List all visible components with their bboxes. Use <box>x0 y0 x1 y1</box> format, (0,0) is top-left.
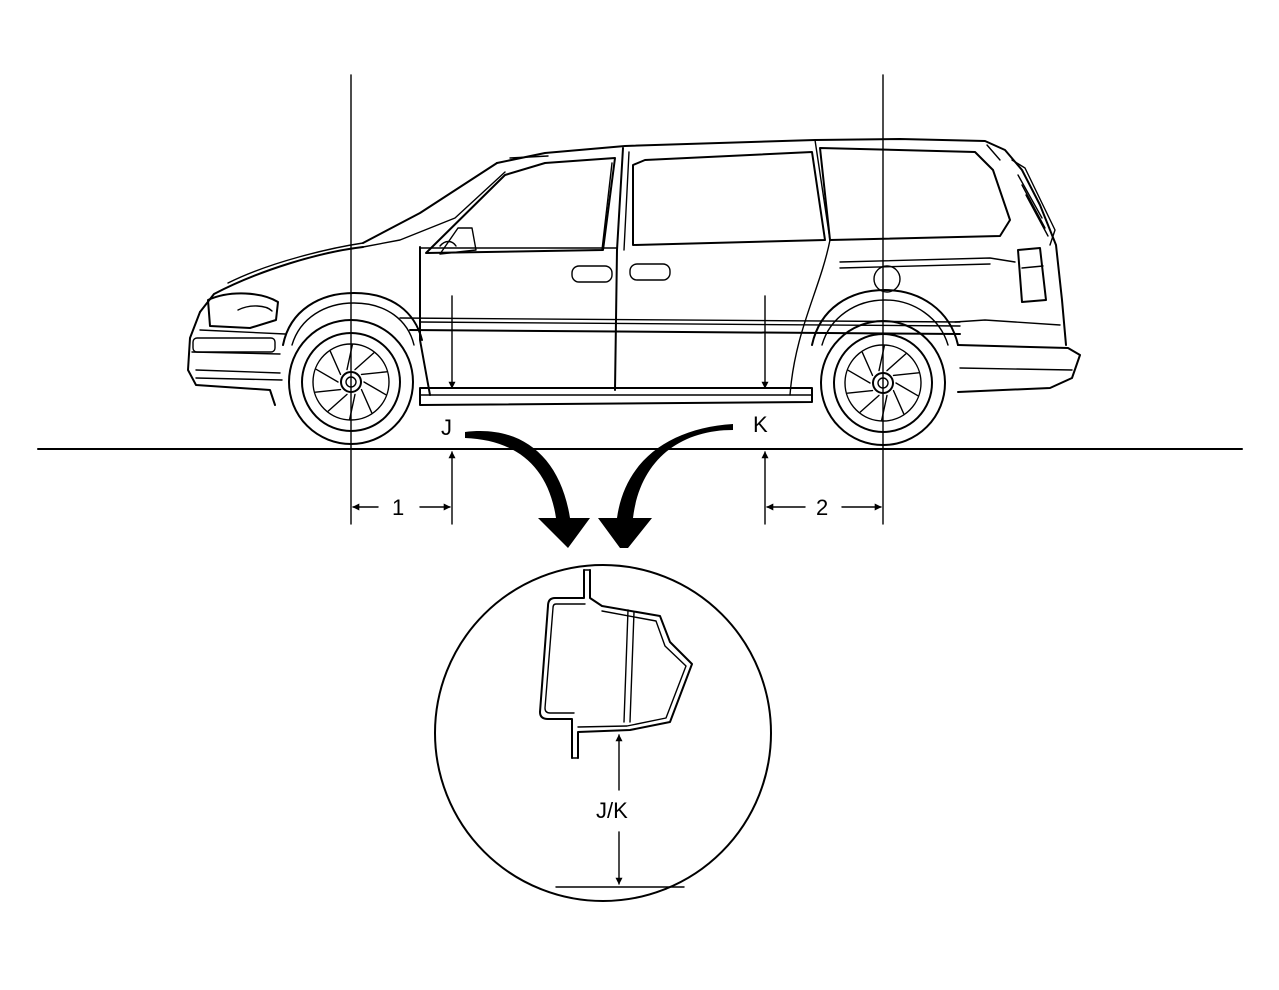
wheel-spokes <box>314 344 920 421</box>
point-j-label: J <box>441 415 452 440</box>
wheel-spoke <box>346 344 353 371</box>
wheel-spoke <box>314 388 342 393</box>
dimension-1-label: 1 <box>392 495 404 520</box>
wheel-spoke <box>327 393 348 412</box>
wheel-spoke <box>360 388 373 414</box>
wheel-spoke <box>886 353 907 372</box>
minivan-illustration <box>187 138 1081 446</box>
wheel-spoke <box>329 350 342 376</box>
wheel-spoke <box>847 369 871 384</box>
rocker-cross-section <box>539 569 693 759</box>
wheel-spoke <box>354 352 375 371</box>
wheel-spoke <box>878 345 885 372</box>
wheel-spoke <box>846 389 874 394</box>
wheel-spoke <box>315 368 339 383</box>
dimension-2-label: 2 <box>816 495 828 520</box>
callout-arrow-j <box>465 431 590 548</box>
wheel-spoke <box>881 394 888 421</box>
point-k-label: K <box>753 412 768 437</box>
wheel-spoke <box>895 382 919 397</box>
wheel-spoke <box>363 381 387 396</box>
wheel-spoke <box>892 389 905 415</box>
dimension-2: 2 <box>766 495 882 520</box>
wheel-spoke <box>859 394 880 413</box>
callout-arrow-k <box>598 424 733 548</box>
wheel-spoke <box>892 372 920 377</box>
wheel-spoke <box>861 351 874 377</box>
dimension-1: 1 <box>352 495 451 520</box>
wheel-spoke <box>360 371 388 376</box>
detail-circle <box>434 564 772 902</box>
detail-label: J/K <box>596 798 628 823</box>
wheel-spoke <box>349 393 356 420</box>
